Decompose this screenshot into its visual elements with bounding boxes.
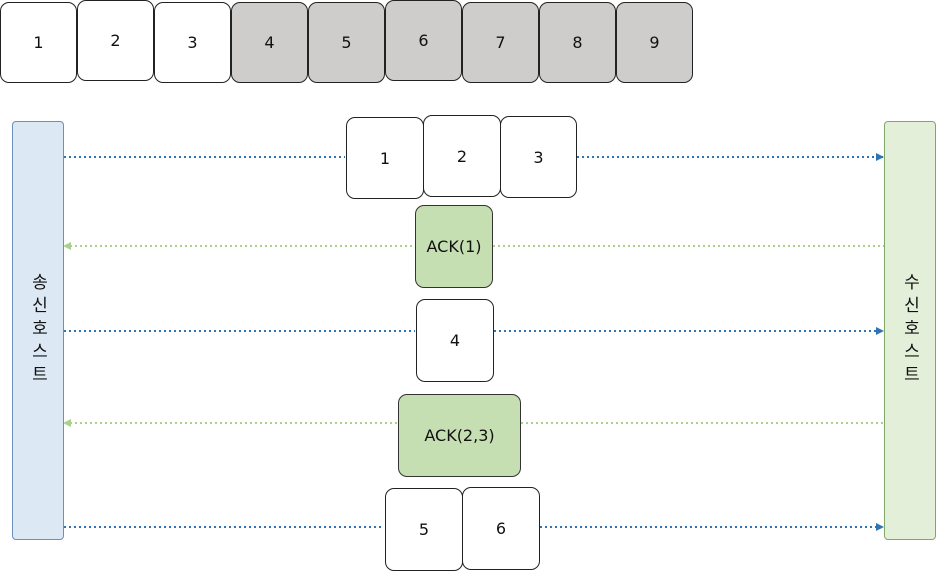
packet-label: 6 [495,519,507,538]
sender-host-label: 송신호스트 [27,273,48,388]
packet-6: 6 [462,487,540,570]
packet-label: 4 [449,331,461,350]
packet-2: 2 [423,115,501,197]
window-cell-label: 1 [33,33,44,52]
packet-4: 4 [416,299,494,382]
window-cell-label: 7 [495,33,506,52]
window-cell-5: 5 [308,2,385,83]
window-cell-label: 2 [110,31,121,50]
window-cell-label: 4 [264,33,275,52]
ack-label: ACK(1) [426,237,482,256]
window-cell-1: 1 [0,2,77,83]
packet-label: 2 [456,146,468,166]
window-cell-label: 8 [572,33,583,52]
ack-2-3: ACK(2,3) [398,394,521,477]
window-cell-7: 7 [462,2,539,83]
packet-1: 1 [346,117,424,199]
ack-label: ACK(2,3) [424,426,495,445]
window-cell-label: 5 [341,33,352,52]
packet-label: 5 [418,520,430,539]
packet-label: 1 [379,148,391,168]
packet-5: 5 [385,488,463,571]
packet-3: 3 [500,116,577,198]
window-cell-label: 9 [649,33,660,52]
ack-1: ACK(1) [415,205,493,288]
window-cell-4: 4 [231,2,308,83]
window-cell-9: 9 [616,2,693,83]
packet-label: 3 [533,147,544,167]
receiver-host: 수신호스트 [884,121,936,540]
window-cell-3: 3 [154,2,231,83]
window-cell-label: 6 [418,31,429,50]
receiver-host-label: 수신호스트 [899,273,920,388]
sender-host: 송신호스트 [12,121,64,540]
window-cell-6: 6 [385,0,462,81]
window-cell-2: 2 [77,0,154,81]
window-cell-label: 3 [187,33,198,52]
window-cell-8: 8 [539,2,616,83]
